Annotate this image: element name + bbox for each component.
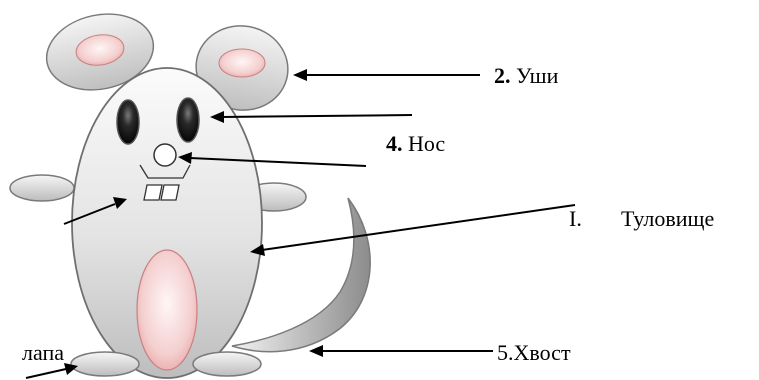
arrow-teeth [63, 197, 127, 225]
label-ears-text: Уши [510, 63, 559, 88]
mouse-belly [136, 249, 198, 371]
mouse-foot-right [192, 351, 262, 377]
label-torso-marker: I. [569, 206, 582, 231]
mouse-teeth [143, 184, 180, 201]
arrow-ears [293, 69, 480, 81]
label-paw: лапа [22, 340, 64, 365]
mouse-arm-left [9, 174, 75, 202]
mouse-ear-right [195, 25, 289, 111]
label-ears: 2. Уши [494, 63, 558, 89]
mouse-tail [231, 197, 371, 353]
label-nose: 4. Нос [386, 131, 445, 157]
arrow-paw [25, 363, 78, 379]
mouse-nose [153, 143, 177, 167]
label-nose-number: 4. [386, 131, 403, 156]
mouse-eye-left [116, 99, 140, 145]
label-ears-number: 2. [494, 63, 511, 88]
mouse-eye-right [176, 97, 200, 143]
arrow-tail [309, 345, 493, 357]
mouse-ear-left [45, 13, 155, 91]
arrow-eyes [210, 111, 413, 123]
label-nose-text: Нос [402, 131, 446, 156]
label-tail: 5.Хвост [497, 340, 571, 365]
arrow-nose [178, 152, 367, 167]
mouse-foot-left [70, 351, 140, 377]
mouse-body [71, 67, 263, 379]
label-torso: Туловище [621, 206, 715, 231]
arrow-torso [250, 204, 576, 256]
mouse-mouth [139, 164, 191, 179]
